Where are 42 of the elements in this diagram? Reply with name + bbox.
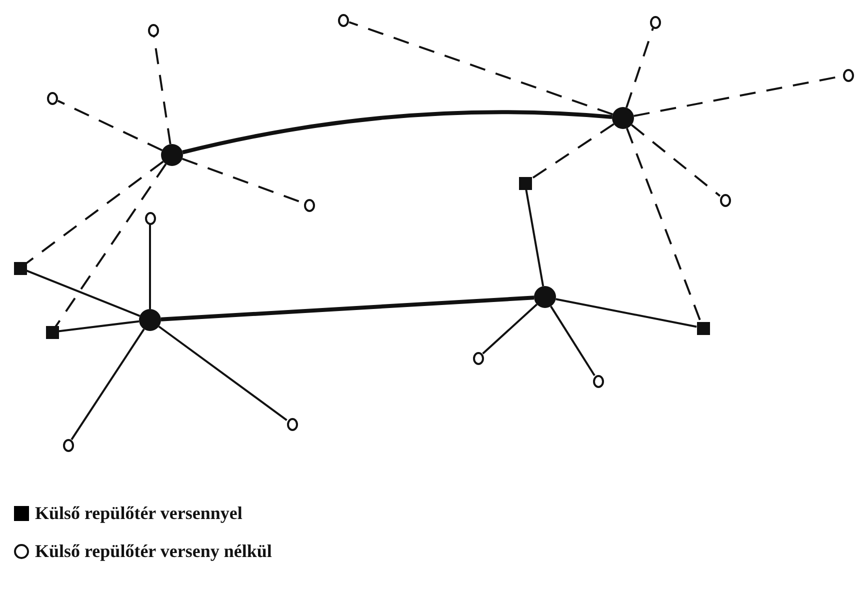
open-circle-node	[338, 14, 348, 26]
hub-dot	[534, 286, 556, 308]
open-circle-node	[144, 212, 156, 224]
connector-line	[26, 269, 140, 317]
hub-dot	[139, 309, 161, 331]
square-node	[46, 326, 58, 338]
dashed-connector	[626, 28, 654, 108]
open-circle-node	[62, 438, 74, 452]
legend-label: Külső repülőtér versennyel	[35, 503, 242, 524]
legend-label: Külső repülőtér verseny nélkül	[35, 541, 272, 562]
dashed-connector	[530, 123, 614, 180]
open-circle-node	[650, 16, 660, 28]
open-circle-node	[46, 92, 58, 104]
square-node	[696, 322, 710, 334]
dashed-connector	[24, 160, 164, 265]
open-circle-node	[304, 198, 314, 212]
open-circle-node	[842, 68, 854, 82]
open-circle-node	[720, 194, 730, 206]
hub-dot	[612, 107, 634, 129]
connector-line	[556, 298, 697, 328]
hub-dot	[161, 144, 183, 166]
dashed-connector	[630, 124, 721, 197]
dashed-connector	[57, 100, 162, 152]
open-circle-node	[592, 374, 604, 388]
thick-connector	[160, 296, 534, 322]
dashed-connector	[54, 164, 167, 328]
dashed-connector	[152, 36, 172, 144]
connector-line	[149, 224, 151, 309]
connector-line	[158, 326, 288, 421]
open-circle-node	[472, 352, 484, 364]
square-node	[518, 176, 532, 190]
connector-line	[58, 320, 140, 332]
connector-line	[482, 304, 538, 354]
thick-connector	[182, 110, 612, 154]
dashed-connector	[626, 128, 702, 322]
open-circle-node	[148, 24, 158, 36]
square-node	[14, 262, 26, 274]
connector-line	[70, 328, 145, 440]
connector-line	[550, 306, 596, 376]
dashed-connector	[348, 21, 613, 116]
open-circle-node	[286, 418, 298, 430]
connector-line	[525, 189, 544, 286]
